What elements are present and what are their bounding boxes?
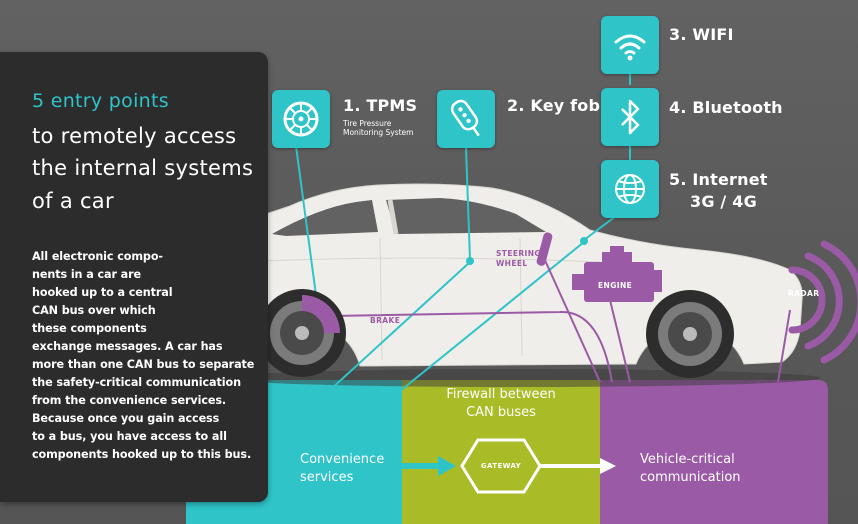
- body-line: components hooked up to this bus.: [32, 448, 252, 461]
- engine-icon: [572, 246, 662, 302]
- gateway-label: GATEWAY: [480, 462, 522, 470]
- wifi-label: 3. WIFI: [669, 25, 734, 44]
- critical-label-line-1: Vehicle-critical: [640, 452, 735, 467]
- body-line: the safety-critical communication: [32, 376, 241, 389]
- firewall-block: [402, 380, 600, 524]
- radar-label: RADAR: [788, 289, 820, 298]
- engine-label: ENGINE: [598, 281, 633, 290]
- key-fob-tile: [437, 90, 495, 148]
- body-line: All electronic compo-: [32, 250, 163, 263]
- firewall-label-line-2: CAN buses: [466, 405, 536, 420]
- title-line-3: of a car: [32, 189, 114, 213]
- highlight-title: 5 entry points: [32, 90, 169, 112]
- key-fob-label: 2. Key fob: [507, 96, 601, 115]
- body-line: these components: [32, 322, 147, 335]
- car-rear-window: [272, 200, 378, 236]
- steering-wheel-label-1: STEERING: [496, 249, 541, 258]
- body-line: Because once you gain access: [32, 412, 220, 425]
- bluetooth-icon: [621, 99, 640, 135]
- key-fob-icon: [450, 99, 480, 137]
- critical-label-line-2: communication: [640, 470, 741, 485]
- critical-block: [600, 380, 828, 524]
- car-side-window: [386, 198, 546, 234]
- internet-label-line2: 3G / 4G: [690, 192, 757, 211]
- convenience-label: Convenience services: [300, 451, 390, 487]
- wifi-tile: [601, 16, 659, 74]
- tire-icon: [283, 101, 319, 137]
- internet-tile: [601, 160, 659, 218]
- bluetooth-label: 4. Bluetooth: [669, 98, 783, 117]
- steering-wheel-label-2: WHEEL: [496, 259, 528, 268]
- tpms-sublabel-2: Monitoring System: [343, 128, 414, 137]
- internet-label: 5. Internet: [669, 170, 768, 189]
- title-line-1: to remotely access: [32, 124, 237, 148]
- radar-icon: [788, 240, 858, 364]
- tpms-sublabel-1: Tire Pressure: [343, 119, 392, 128]
- body-line: hooked up to a central: [32, 286, 173, 299]
- body-line: CAN bus over which: [32, 304, 156, 317]
- title-line-2: the internal systems: [32, 156, 254, 180]
- intro-panel: 5 entry points to remotely access the in…: [0, 52, 268, 502]
- firewall-label-line-1: Firewall between: [446, 387, 556, 402]
- tpms-label: 1. TPMS: [343, 96, 418, 115]
- steering-wheel-icon: [536, 232, 553, 266]
- gateway-hexagon: [460, 438, 542, 494]
- body-line: more than one CAN bus to separate: [32, 358, 255, 371]
- front-wheel: [646, 290, 734, 378]
- tpms-tile: [272, 90, 330, 148]
- rear-wheel: [258, 289, 346, 377]
- firewall-label: Firewall between CAN buses: [444, 386, 558, 422]
- convenience-label-line-1: Convenience: [300, 452, 385, 467]
- body-line: nents in a car are: [32, 268, 142, 281]
- convenience-label-line-2: services: [300, 470, 354, 485]
- wifi-icon: [614, 34, 646, 61]
- bluetooth-tile: [601, 88, 659, 146]
- critical-label: Vehicle-critical communication: [640, 451, 770, 487]
- brake-label: BRAKE: [370, 316, 401, 325]
- body-line: exchange messages. A car has: [32, 340, 223, 353]
- body-line: to a bus, you have access to all: [32, 430, 227, 443]
- body-line: from the convenience services.: [32, 394, 227, 407]
- globe-icon: [615, 174, 645, 204]
